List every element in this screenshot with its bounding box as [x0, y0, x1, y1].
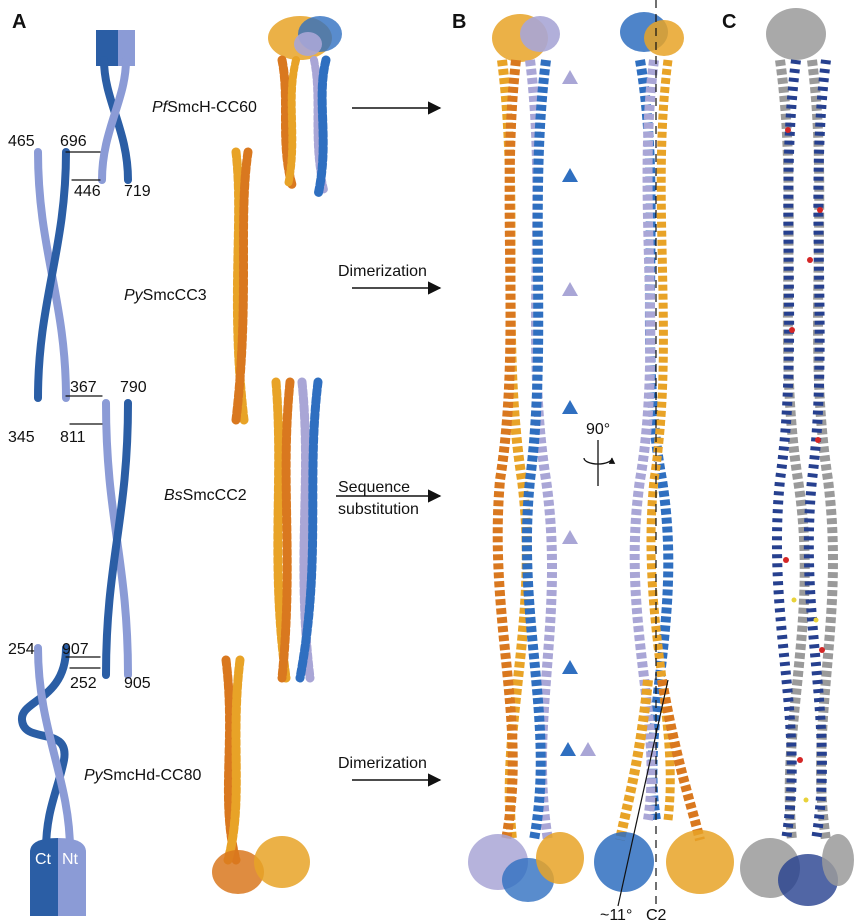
structure-pysmccc3	[236, 152, 248, 420]
op-substitution: substitution	[338, 501, 419, 518]
triangle-markers	[560, 70, 596, 756]
residue-252: 252	[70, 675, 97, 692]
construct-label-3: BsSmcCC2	[164, 487, 247, 504]
residue-907: 907	[62, 641, 89, 658]
residue-367: 367	[70, 379, 97, 396]
panel-label-b: B	[452, 11, 466, 33]
construct-label-2: PySmcCC3	[124, 287, 207, 304]
panel-label-c: C	[722, 11, 736, 33]
triangle-marker-icon	[562, 400, 578, 414]
termini-capsule: Ct Nt	[30, 838, 86, 916]
residue-811: 811	[60, 429, 86, 446]
nt-label: Nt	[62, 851, 79, 868]
structure-pysmchd-cc80	[212, 660, 310, 894]
filament-front-view	[468, 14, 584, 902]
panel-label-a: A	[12, 11, 26, 33]
op-dimerization-1: Dimerization	[338, 263, 427, 280]
construct-structures	[212, 16, 342, 894]
rotation-label: 90°	[586, 421, 610, 438]
residue-254: 254	[8, 641, 35, 658]
residue-790: 790	[120, 379, 147, 396]
triangle-marker-icon	[562, 282, 578, 296]
triangle-marker-icon	[562, 530, 578, 544]
construct-label-4: PySmcHd-CC80	[84, 767, 201, 784]
op-dimerization-2: Dimerization	[338, 755, 427, 772]
op-sequence: Sequence	[338, 479, 410, 496]
rotation-indicator: 90°	[584, 421, 612, 486]
operation-arrows: Dimerization Sequence substitution Dimer…	[336, 108, 440, 780]
residue-905: 905	[124, 675, 151, 692]
residue-719: 719	[124, 183, 151, 200]
ct-label: Ct	[35, 851, 52, 868]
residue-345: 345	[8, 429, 35, 446]
triangle-marker-icon	[580, 742, 596, 756]
filament-conservation-view	[740, 8, 854, 906]
structure-pfsmch-cc60	[268, 16, 342, 195]
structure-bssmccc2	[276, 382, 318, 678]
residue-696: 696	[60, 133, 87, 150]
triangle-marker-icon	[562, 70, 578, 84]
angle-label: ~11°	[600, 907, 632, 924]
filament-side-view	[594, 0, 734, 912]
residue-465: 465	[8, 133, 35, 150]
construct-label-1: PfSmcH-CC60	[152, 99, 257, 116]
residue-446: 446	[74, 183, 101, 200]
strand-dark-loop	[22, 648, 66, 850]
triangle-marker-icon	[562, 168, 578, 182]
c2-label: C2	[646, 907, 667, 924]
triangle-marker-icon	[562, 660, 578, 674]
triangle-marker-icon	[560, 742, 576, 756]
